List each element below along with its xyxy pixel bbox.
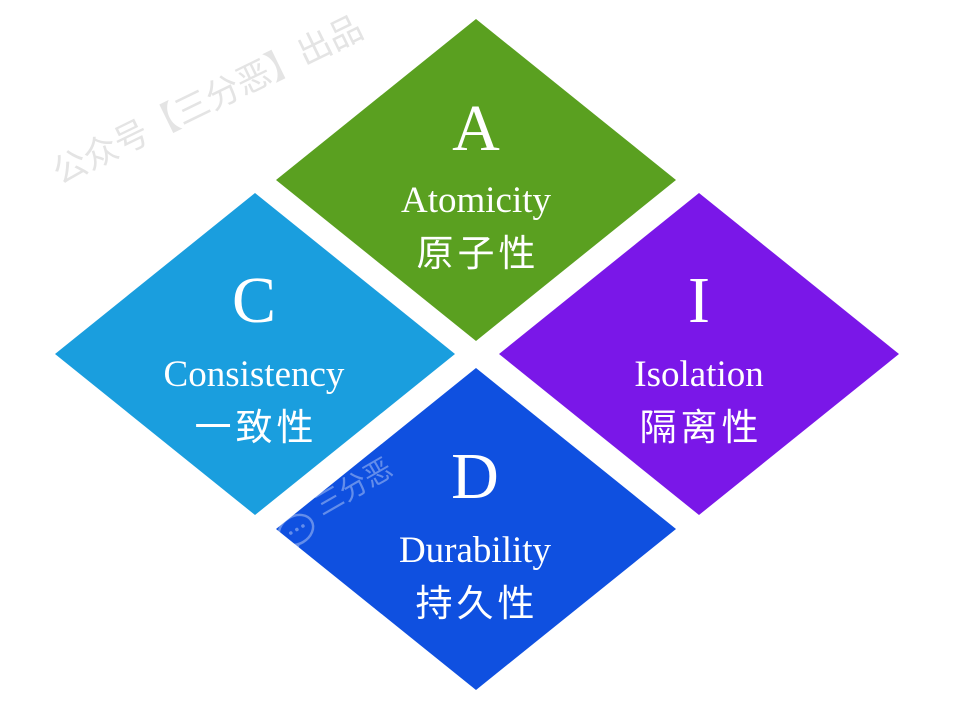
label-atomicity: Atomicity <box>401 180 552 221</box>
letter-i: I <box>688 264 710 337</box>
diamond-isolation: I Isolation 隔离性 <box>499 193 899 515</box>
label-durability-zh: 持久性 <box>416 582 539 625</box>
label-consistency: Consistency <box>164 354 345 395</box>
diamond-durability: D Durability 持久性 <box>276 368 676 690</box>
letter-c: C <box>232 264 276 337</box>
label-consistency-zh: 一致性 <box>195 406 318 449</box>
diamond-consistency: C Consistency 一致性 <box>55 193 455 515</box>
label-durability: Durability <box>399 530 552 571</box>
label-atomicity-zh: 原子性 <box>417 232 540 275</box>
label-isolation: Isolation <box>634 354 763 395</box>
letter-a: A <box>452 92 500 165</box>
letter-d: D <box>451 440 499 513</box>
diamond-atomicity-shape <box>276 19 676 341</box>
diamond-durability-shape <box>276 368 676 690</box>
diamond-isolation-shape <box>499 193 899 515</box>
diamond-atomicity: A Atomicity 原子性 <box>276 19 676 341</box>
label-isolation-zh: 隔离性 <box>640 406 763 449</box>
diamond-consistency-shape <box>55 193 455 515</box>
chat-bubble-icon <box>277 513 315 562</box>
